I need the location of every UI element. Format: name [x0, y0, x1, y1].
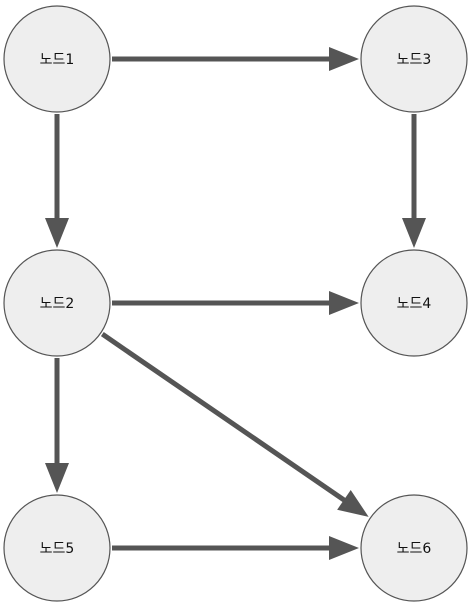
arrowhead-icon [402, 218, 426, 248]
edge-node2-to-node4 [112, 291, 359, 315]
node-4-circle [360, 249, 468, 357]
node-6: 노드6 [360, 494, 468, 602]
arrowhead-icon [45, 218, 69, 248]
node-5-label: 노드5 [40, 541, 75, 557]
node-4: 노드4 [360, 249, 468, 357]
arrowhead-icon [329, 536, 359, 560]
arrowhead-icon [45, 463, 69, 493]
edge-node2-to-node6 [100, 332, 369, 517]
node-3-label: 노드3 [397, 52, 432, 68]
node-3-circle [360, 5, 468, 113]
node-4-label: 노드4 [397, 296, 432, 312]
node-3: 노드3 [360, 5, 468, 113]
node-6-label: 노드6 [397, 541, 432, 557]
node-2-label: 노드2 [40, 296, 75, 312]
arrowhead-icon [337, 490, 369, 517]
node-1: 노드1 [3, 5, 111, 113]
nodes-layer: 노드1 노드2 노드3 노드4 노드5 노드6 [3, 5, 468, 602]
node-1-circle [3, 5, 111, 113]
node-2: 노드2 [3, 249, 111, 357]
edge-node1-to-node2 [45, 114, 69, 248]
node-5-circle [3, 494, 111, 602]
edge-node3-to-node4 [402, 114, 426, 248]
node-2-circle [3, 249, 111, 357]
edge-line [100, 332, 347, 504]
edges-layer [45, 47, 426, 560]
arrowhead-icon [329, 47, 359, 71]
node-1-label: 노드1 [40, 52, 75, 68]
edge-node2-to-node5 [45, 358, 69, 493]
edge-node1-to-node3 [112, 47, 359, 71]
arrowhead-icon [329, 291, 359, 315]
node-5: 노드5 [3, 494, 111, 602]
node-6-circle [360, 494, 468, 602]
edge-node5-to-node6 [112, 536, 359, 560]
